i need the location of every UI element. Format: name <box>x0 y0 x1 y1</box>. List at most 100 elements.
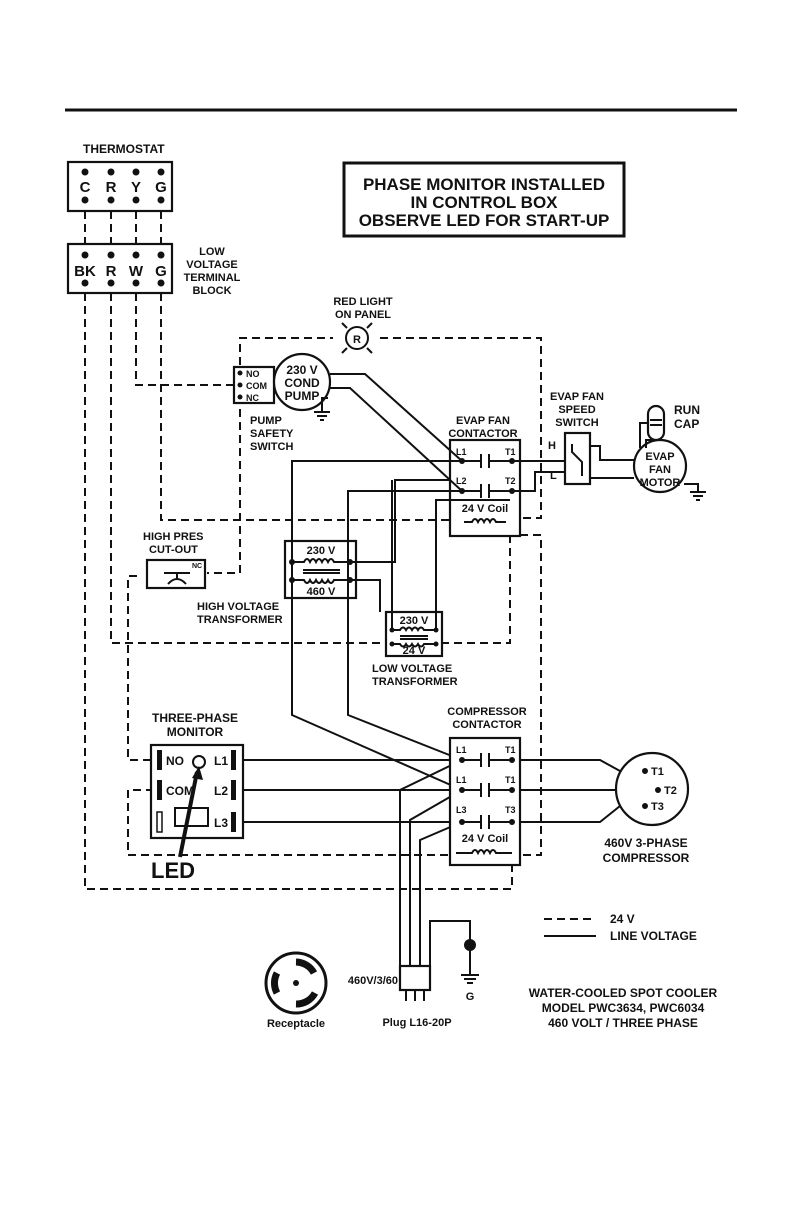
evap-contactor-l1: L1 <box>456 447 467 457</box>
motor-ground-icon <box>684 483 706 501</box>
monitor-led-label: LED <box>151 858 195 883</box>
evap-contactor-t1: T1 <box>505 447 516 457</box>
terminal-block-r: R <box>106 263 117 280</box>
pump-switch-label-2: SAFETY <box>250 428 294 440</box>
plug-body <box>398 964 432 992</box>
line-voltage-wiring <box>236 373 652 975</box>
terminal-block-label-3: TERMINAL <box>184 272 241 284</box>
hv-transformer-bottom: 460 V <box>307 586 336 598</box>
terminal-block-label-2: VOLTAGE <box>186 259 238 271</box>
high-pres-line-1: HIGH PRES <box>143 531 204 543</box>
notice-line-3: OBSERVE LED FOR START-UP <box>359 211 610 230</box>
terminal-block-bk: BK <box>74 263 96 280</box>
comp-contactor-l1a: L1 <box>456 745 467 755</box>
monitor-no: NO <box>166 754 184 768</box>
pump-switch-no: NO <box>246 369 260 379</box>
terminal-block-label-1: LOW <box>199 246 225 258</box>
speed-switch-l: L <box>550 470 557 482</box>
monitor-l3: L3 <box>214 816 228 830</box>
terminal-block-label-4: BLOCK <box>192 285 231 297</box>
legend-solid-label: LINE VOLTAGE <box>610 929 697 943</box>
compressor-circle <box>614 751 690 827</box>
compressor-label-1: 460V 3-PHASE <box>604 836 687 850</box>
thermostat-terminal-dots <box>81 168 165 204</box>
led-pointer-arrow-icon <box>178 766 203 858</box>
thermostat-terminal-y: Y <box>131 179 141 196</box>
plug-ground-label: G <box>466 991 475 1003</box>
plug-prongs <box>405 990 425 1001</box>
terminal-block-w: W <box>129 263 144 280</box>
comp-contactor-label-1: COMPRESSOR <box>447 706 527 718</box>
pump-ground-icon <box>314 397 330 421</box>
run-cap-line-2: CAP <box>674 417 699 431</box>
cond-pump-line-1: 230 V <box>286 363 317 377</box>
pump-switch-label-3: SWITCH <box>250 441 293 453</box>
model-line-3: 460 VOLT / THREE PHASE <box>548 1016 698 1030</box>
monitor-label-2: MONITOR <box>167 725 224 739</box>
ground-junction-dot <box>464 939 476 951</box>
thermostat-terminal-r: R <box>106 179 117 196</box>
speed-switch-h: H <box>548 440 556 452</box>
run-cap-body <box>646 404 666 442</box>
hv-transformer-label-1: HIGH VOLTAGE <box>197 601 279 613</box>
cond-pump-circle <box>272 352 332 412</box>
comp-contactor-label-2: CONTACTOR <box>452 719 521 731</box>
compressor-t3: T3 <box>651 801 664 813</box>
plug-label: Plug L16-20P <box>382 1017 451 1029</box>
pressure-switch-icon <box>164 572 190 585</box>
pump-switch-com: COM <box>246 381 267 391</box>
lv-transformer-label-2: TRANSFORMER <box>372 676 458 688</box>
legend-dashed-label: 24 V <box>610 912 635 926</box>
thermostat-title: THERMOSTAT <box>83 142 165 156</box>
comp-contactor-t1b: T1 <box>505 775 516 785</box>
speed-switch-label-3: SWITCH <box>555 417 598 429</box>
comp-contactor-t1a: T1 <box>505 745 516 755</box>
evap-motor-line-3: MOTOR <box>640 477 681 489</box>
red-light-label-2: ON PANEL <box>335 309 391 321</box>
evap-motor-line-1: EVAP <box>645 451 674 463</box>
hv-transformer-top: 230 V <box>307 545 336 557</box>
thermostat-terminal-g: G <box>155 179 167 196</box>
notice-line-2: IN CONTROL BOX <box>410 193 558 212</box>
comp-contactor-t3: T3 <box>505 805 516 815</box>
evap-contactor-coil: 24 V Coil <box>462 503 508 515</box>
evap-motor-circle <box>632 438 688 494</box>
evap-contactor-t2: T2 <box>505 476 516 486</box>
thermostat-terminal-c: C <box>80 179 91 196</box>
comp-coil-symbol <box>456 849 512 856</box>
phase-monitor-notice: PHASE MONITOR INSTALLED IN CONTROL BOX O… <box>342 161 626 238</box>
compressor-t2: T2 <box>664 785 677 797</box>
hv-transformer-label-2: TRANSFORMER <box>197 614 283 626</box>
cond-pump-line-3: PUMP <box>285 389 320 403</box>
pump-switch-nc: NC <box>246 393 259 403</box>
red-light-symbol: R <box>353 334 361 346</box>
high-pres-line-2: CUT-OUT <box>149 544 198 556</box>
lv-transformer-box <box>384 610 444 658</box>
evap-coil-symbol <box>464 518 506 525</box>
notice-line-1: PHASE MONITOR INSTALLED <box>363 175 605 194</box>
evap-motor-line-2: FAN <box>649 464 671 476</box>
monitor-terminals <box>156 750 236 833</box>
lv-transformer-windings <box>389 626 439 648</box>
speed-switch-blade <box>571 444 583 476</box>
model-line-2: MODEL PWC3634, PWC6034 <box>542 1001 705 1015</box>
high-pres-nc: NC <box>192 563 202 570</box>
comp-contactor-l1b: L1 <box>456 775 467 785</box>
comp-contactor-coil: 24 V Coil <box>462 833 508 845</box>
lv-transformer-label-1: LOW VOLTAGE <box>372 663 452 675</box>
red-light-icon <box>341 322 373 354</box>
monitor-l2: L2 <box>214 784 228 798</box>
pump-switch-label-1: PUMP <box>250 415 282 427</box>
monitor-com: COM <box>166 784 194 798</box>
lv-transformer-top: 230 V <box>400 615 429 627</box>
speed-switch-label-1: EVAP FAN <box>550 391 604 403</box>
comp-contactor-box <box>448 736 522 867</box>
model-line-1: WATER-COOLED SPOT COOLER <box>529 986 718 1000</box>
compressor-t1: T1 <box>651 766 664 778</box>
compressor-label-2: COMPRESSOR <box>603 851 690 865</box>
ground-icon <box>461 974 479 984</box>
lv-transformer-bottom: 24 V <box>403 645 426 657</box>
evap-contactor-l2: L2 <box>456 476 467 486</box>
terminal-block-dots <box>81 251 165 287</box>
